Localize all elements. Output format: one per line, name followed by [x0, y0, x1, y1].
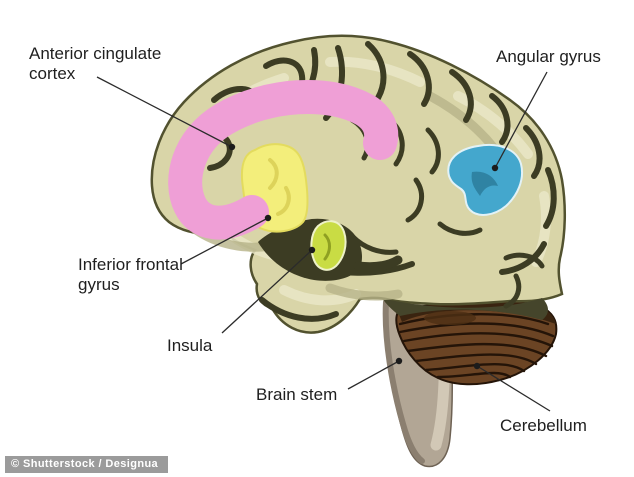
dot-anterior-cingulate — [228, 143, 236, 151]
insula-detail — [323, 233, 331, 261]
leader-anterior-cingulate — [96, 76, 233, 148]
label-insula: Insula — [167, 336, 213, 355]
inferior-frontal-gyrus-detail — [268, 158, 279, 190]
dot-cerebellum — [473, 362, 481, 370]
dot-angular-gyrus — [491, 164, 499, 172]
leader-insula — [221, 249, 313, 334]
label-cerebellum: Cerebellum — [500, 416, 587, 435]
leader-cerebellum — [476, 365, 551, 412]
watermark: © Shutterstock / Designua — [5, 456, 169, 473]
label-inferior-frontal-gyrus: Inferior frontal gyrus — [78, 255, 183, 294]
cerebellum-shape — [395, 299, 558, 386]
leader-brain-stem — [347, 360, 400, 390]
dot-inferior-frontal — [264, 214, 272, 222]
cerebellum-inner-shade — [424, 311, 476, 325]
inferior-frontal-gyrus-detail-2 — [276, 186, 291, 216]
label-anterior-cingulate-cortex: Anterior cingulate cortex — [29, 44, 162, 83]
dot-insula — [308, 246, 316, 254]
leader-inferior-frontal — [180, 217, 269, 265]
dot-brain-stem — [395, 357, 403, 365]
label-angular-gyrus: Angular gyrus — [496, 47, 601, 66]
leader-lines — [96, 71, 551, 412]
brain-stem-shadow — [382, 299, 425, 464]
cerebellum-junction-shadow — [382, 298, 548, 320]
anterior-cingulate-region — [168, 80, 399, 240]
angular-gyrus-detail — [471, 171, 498, 196]
leader-angular-gyrus — [494, 71, 548, 169]
label-brain-stem: Brain stem — [256, 385, 338, 404]
